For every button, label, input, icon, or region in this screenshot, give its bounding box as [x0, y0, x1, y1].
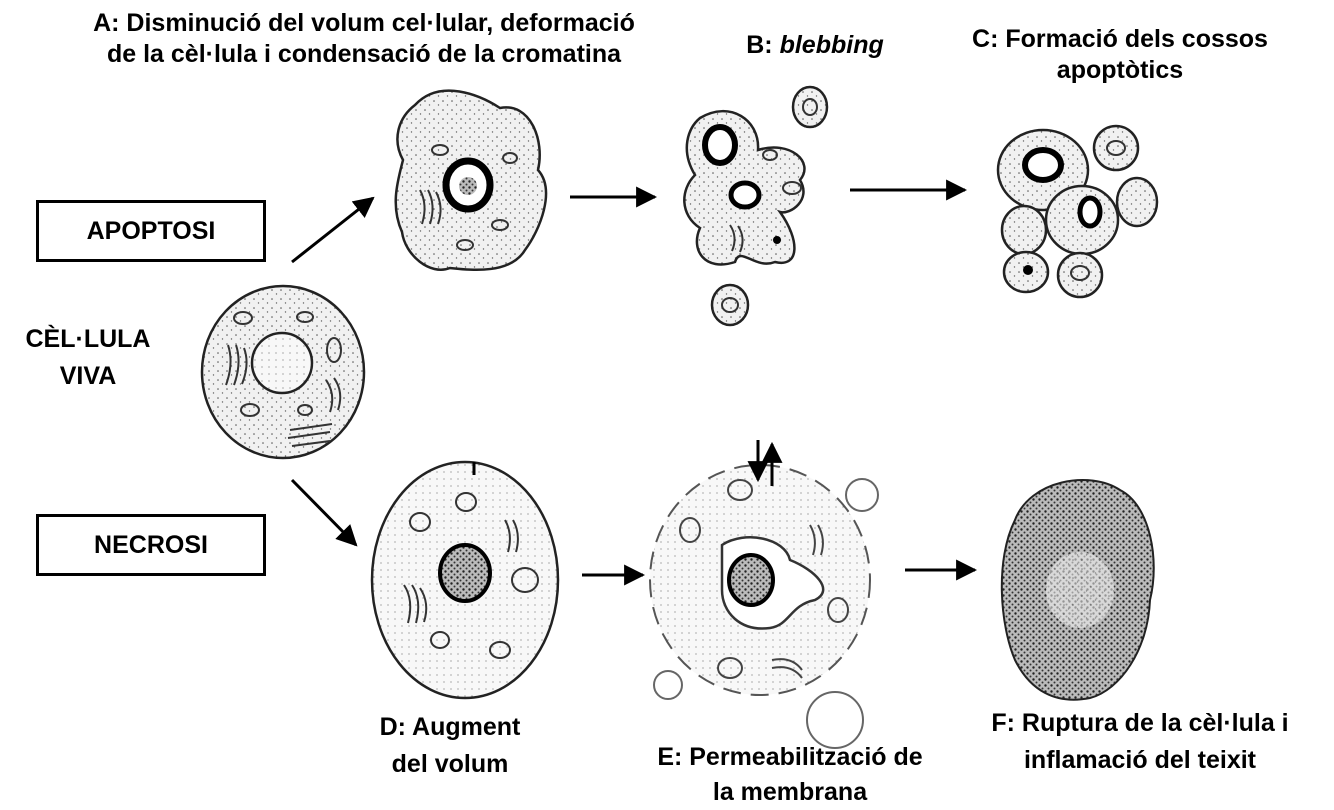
arrow-to-apoptosis — [292, 198, 373, 262]
cell-b-blebbing — [684, 87, 827, 325]
cell-a-shrinking — [396, 91, 546, 270]
cell-f-rupture — [1002, 480, 1154, 700]
cell-d-swelling — [372, 462, 558, 698]
cell-e-permeabilization — [650, 465, 878, 748]
arrow-to-necrosis — [292, 480, 356, 545]
cell-c-apoptotic-bodies — [998, 126, 1157, 297]
living-cell — [202, 286, 364, 458]
